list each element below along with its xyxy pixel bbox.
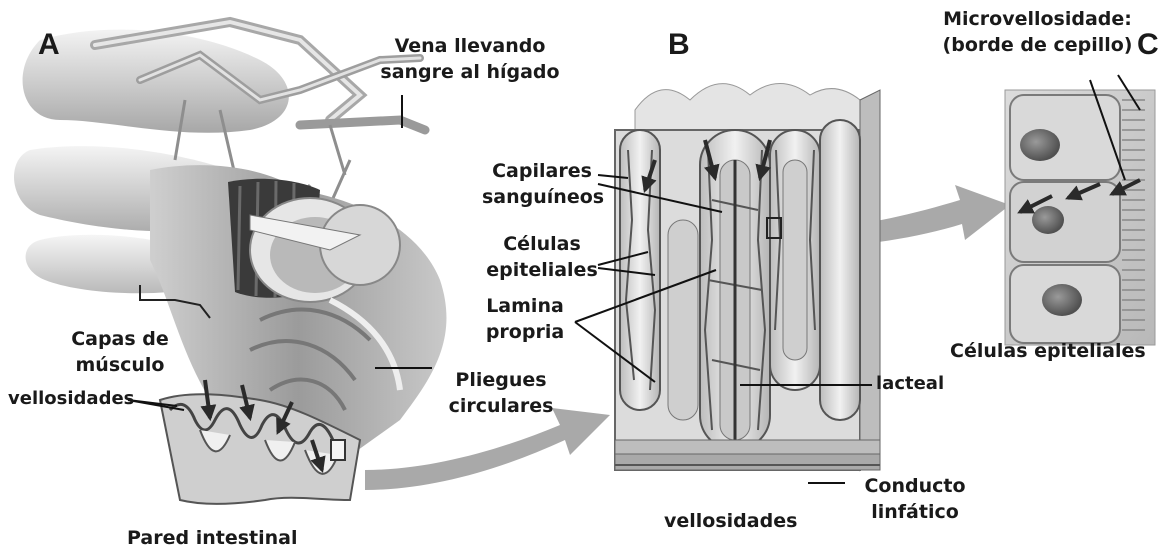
- label-capilares-line1: Capilares: [482, 158, 602, 184]
- label-celulas-epiteliales-b: Células epiteliales: [482, 231, 602, 283]
- panel-letter-c: C: [1137, 28, 1159, 62]
- label-vellosidades-b: vellosidades: [664, 508, 797, 534]
- label-capas-line1: Capas de: [60, 326, 180, 352]
- label-lamina-line2: propria: [470, 319, 580, 345]
- label-vena-line2: sangre al hígado: [375, 59, 565, 85]
- label-capilares-line2: sanguíneos: [482, 184, 602, 210]
- label-celulas-epiteliales-b-line1: Células: [482, 231, 602, 257]
- panel-letter-b: B: [668, 28, 690, 62]
- label-pliegues-line2: circulares: [436, 393, 566, 419]
- label-capas-musculo: Capas de músculo: [60, 326, 180, 378]
- label-capas-line2: músculo: [60, 352, 180, 378]
- label-microvellosidades-line1: Microvellosidade:: [940, 6, 1135, 32]
- label-capilares: Capilares sanguíneos: [482, 158, 602, 210]
- label-lacteal: lacteal: [876, 371, 944, 397]
- label-celulas-epiteliales-c: Células epiteliales: [950, 338, 1146, 364]
- label-pared-intestinal: Pared intestinal: [127, 525, 297, 551]
- panel-letter-a: A: [38, 28, 60, 62]
- label-celulas-epiteliales-b-line2: epiteliales: [482, 257, 602, 283]
- label-conducto-linfatico: Conducto linfático: [855, 473, 975, 525]
- label-microvellosidades-line2: (borde de cepillo): [940, 32, 1135, 58]
- label-microvellosidades: Microvellosidade: (borde de cepillo): [940, 6, 1135, 58]
- intestine-drawing: [14, 22, 446, 504]
- label-conducto-line2: linfático: [855, 499, 975, 525]
- label-vena-line1: Vena llevando: [375, 33, 565, 59]
- epithelial-cells-drawing: [1005, 90, 1155, 345]
- label-vena: Vena llevando sangre al hígado: [375, 33, 565, 85]
- label-vellosidades-a: vellosidades: [8, 386, 134, 412]
- flow-arrow-a-to-b: [365, 408, 610, 490]
- villi-block-drawing: [615, 84, 880, 471]
- label-conducto-line1: Conducto: [855, 473, 975, 499]
- label-pliegues-circulares: Pliegues circulares: [436, 367, 566, 419]
- label-lamina-propria: Lamina propria: [470, 293, 580, 345]
- label-lamina-line1: Lamina: [470, 293, 580, 319]
- label-pliegues-line1: Pliegues: [436, 367, 566, 393]
